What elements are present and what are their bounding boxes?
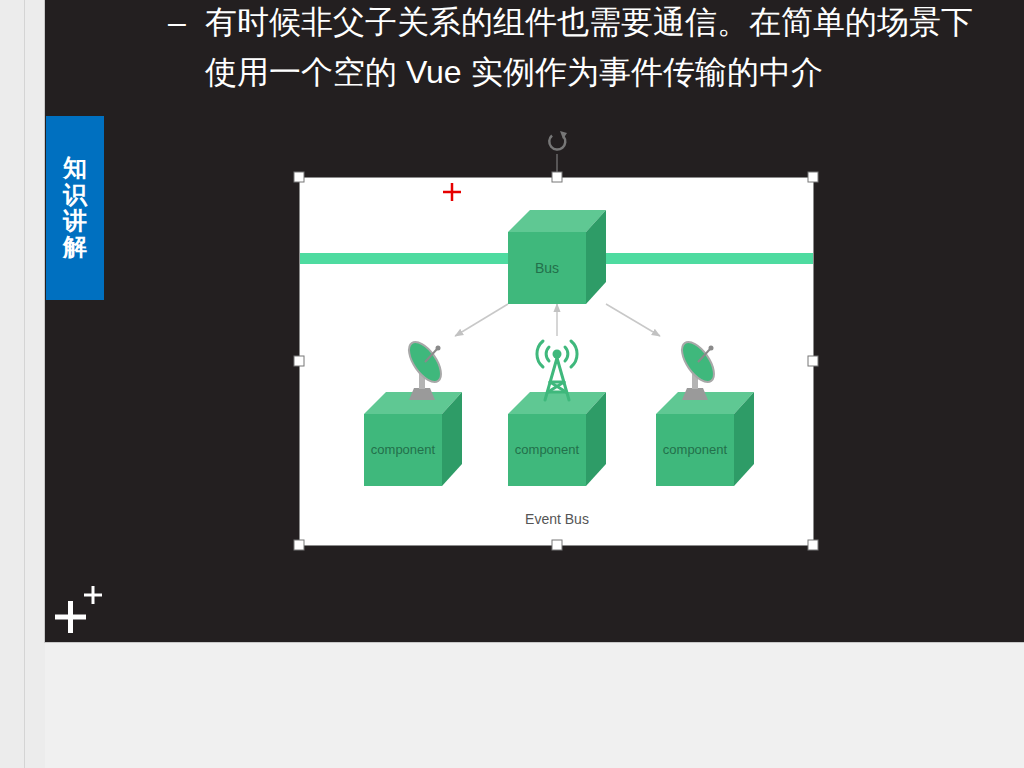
cube-drawing <box>364 336 462 486</box>
cube-shape <box>656 392 754 486</box>
cube-shape <box>364 392 462 486</box>
caption-wrap: Event Bus <box>457 510 657 528</box>
cube-front <box>656 414 734 486</box>
slide-text-line: 有时候非父子关系的组件也需要通信。在简单的场景下 <box>205 3 973 41</box>
selection-handle <box>808 356 818 366</box>
dish-feed <box>425 348 438 362</box>
slide-ground <box>45 0 1024 642</box>
selection-handles <box>294 172 818 550</box>
rotate-stem <box>557 154 558 172</box>
tower-strut <box>545 358 557 400</box>
bullet-dash: – <box>168 4 186 40</box>
component-cube: component <box>508 336 606 486</box>
dish-base <box>409 388 435 400</box>
picture-frame <box>300 178 814 546</box>
bullet-text: 使用一个空的 Vue 实例作为事件传输的中介 <box>205 54 823 90</box>
event-arrow <box>556 304 558 336</box>
section-tab: 知识讲解 <box>46 116 104 300</box>
cursor-cross <box>443 183 461 201</box>
slide-text-line: – <box>168 3 186 41</box>
figure-caption: Event Bus <box>525 511 589 527</box>
cube-front <box>508 414 586 486</box>
cube-side <box>442 392 462 486</box>
dish-feed <box>698 348 711 362</box>
selection-handle <box>552 172 562 182</box>
antenna-tower <box>537 341 577 400</box>
cube-front <box>508 232 586 304</box>
selection-handle <box>552 540 562 550</box>
panel-divider <box>24 0 25 768</box>
dish-feed-tip <box>436 346 441 351</box>
radio-wave <box>546 347 549 361</box>
cube-label: component <box>656 442 734 458</box>
satellite-dish <box>676 337 720 400</box>
cube-drawing <box>508 336 606 486</box>
radio-wave <box>537 341 543 367</box>
selection-handle <box>808 540 818 550</box>
tower-strut <box>548 382 564 392</box>
cube-side <box>586 210 606 304</box>
satellite-dish <box>403 337 447 400</box>
cube-shape <box>508 210 606 304</box>
component-cube: component <box>656 336 754 486</box>
cube-label: component <box>364 442 442 458</box>
plus-bar <box>68 601 73 633</box>
tower-strut <box>557 358 569 400</box>
event-arrow <box>455 304 508 336</box>
selection-handle <box>294 540 304 550</box>
cube-drawing <box>508 210 606 304</box>
cube-label: Bus <box>508 260 586 277</box>
tab-label: 知识讲解 <box>63 155 87 261</box>
dish-feed-tip <box>709 346 714 351</box>
dish-bowl <box>403 337 447 387</box>
radio-wave <box>571 341 577 367</box>
radio-wave <box>565 347 568 361</box>
side-panel <box>0 0 45 768</box>
event-arrow <box>606 304 660 336</box>
cube-side <box>586 392 606 486</box>
bullet-text: 有时候非父子关系的组件也需要通信。在简单的场景下 <box>205 4 973 40</box>
cube-side <box>734 392 754 486</box>
selection-handle <box>294 356 304 366</box>
add-slide-icon <box>55 586 102 633</box>
dish-base <box>682 388 708 400</box>
cube-shape <box>508 392 606 486</box>
cursor-bar <box>451 183 454 201</box>
component-cube: component <box>364 336 462 486</box>
cube-label: component <box>508 442 586 458</box>
cube-front <box>364 414 442 486</box>
rotate-icon-head <box>560 131 567 139</box>
slide-text-line: 使用一个空的 Vue 实例作为事件传输的中介 <box>205 53 823 91</box>
slide-border <box>44 0 45 643</box>
dish-bowl <box>676 337 720 387</box>
selection-handle <box>294 172 304 182</box>
cube-drawing <box>656 336 754 486</box>
slide-border <box>45 642 1024 643</box>
selection-handle <box>808 172 818 182</box>
component-cube: Bus <box>508 210 606 304</box>
plus-bar <box>92 586 95 604</box>
